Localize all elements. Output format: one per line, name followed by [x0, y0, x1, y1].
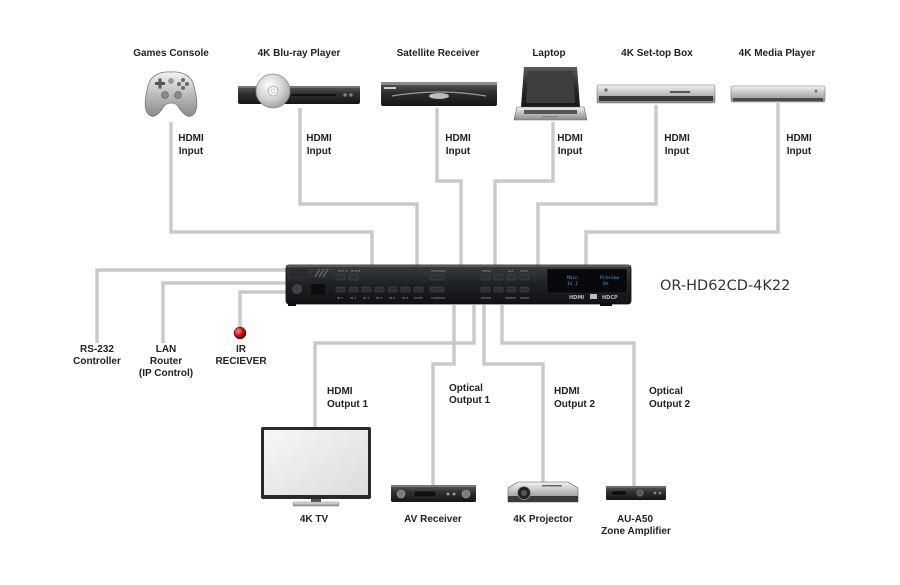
port-label-laptop-1: HDMI [557, 133, 583, 144]
port-label-satellite-2: Input [446, 146, 471, 157]
key-in-1: IN 1 [337, 296, 343, 300]
hdmi-output-2-label-2: Output 2 [554, 399, 596, 410]
hdcp-logo: HDCP [602, 295, 618, 301]
av-receiver-icon [391, 485, 476, 502]
line-satellite [435, 108, 463, 268]
key-menu: MENU [482, 269, 491, 273]
port-label-media-player-2: Input [787, 146, 812, 157]
line-set-top-box [536, 105, 658, 268]
input-port-labels: HDMI Input HDMI Input HDMI Input HDMI In… [178, 133, 812, 157]
line-optical-output-2 [500, 305, 636, 487]
amplifier-label-2: Zone Amplifier [601, 526, 671, 537]
power-icon [292, 284, 302, 294]
control-labels: RS-232 Controller LAN Router (IP Control… [73, 344, 267, 379]
set-top-box-icon [596, 84, 716, 104]
laptop-icon [513, 67, 588, 121]
optical-output-2-label-1: Optical [649, 386, 683, 397]
line-lan [161, 281, 288, 343]
games-console-label: Games Console [133, 48, 209, 59]
satellite-receiver-icon [381, 82, 497, 106]
bluray-player-label: 4K Blu-ray Player [258, 48, 341, 59]
key-mode: MODE [520, 296, 529, 300]
line-hdmi-output-2 [482, 305, 545, 483]
lan-label-2: Router [150, 356, 182, 367]
ir-receiver-icon [233, 326, 247, 340]
lan-label-1: LAN [156, 344, 177, 355]
port-label-satellite-1: HDMI [445, 133, 471, 144]
hdmi-logo: HDMI [569, 295, 584, 301]
amplifier-label-1: AU-A50 [617, 514, 654, 525]
port-label-set-top-box-1: HDMI [664, 133, 690, 144]
media-player-icon [730, 85, 826, 103]
optical-output-2-label-2: Output 2 [649, 399, 691, 410]
4k-logo-icon [590, 294, 597, 299]
out-b-label: OUT B [351, 269, 360, 273]
hdmi-output-1-label-1: HDMI [327, 386, 353, 397]
source-labels: Games Console 4K Blu-ray Player Satellit… [133, 48, 815, 59]
bluray-player-icon [238, 73, 360, 109]
zone-amplifier-icon [606, 486, 666, 500]
port-label-laptop-2: Input [558, 146, 583, 157]
port-label-games-console-1: HDMI [178, 133, 204, 144]
key-all: ALL [508, 269, 514, 273]
media-player-label: 4K Media Player [739, 48, 816, 59]
projector-label: 4K Projector [513, 514, 573, 525]
line-bluray [298, 108, 419, 268]
hdmi-output-2-label-1: HDMI [554, 386, 580, 397]
port-label-media-player-1: HDMI [786, 133, 812, 144]
tv-icon [261, 427, 371, 507]
front-panel-buttons [335, 274, 530, 293]
line-hdmi-output-1 [313, 305, 476, 430]
line-games-console [169, 122, 374, 268]
tv-label: 4K TV [300, 514, 329, 525]
output-device-labels: 4K TV AV Receiver 4K Projector AU-A50 Zo… [300, 514, 671, 537]
port-label-bluray-1: HDMI [306, 133, 332, 144]
lan-label-3: (IP Control) [139, 368, 193, 379]
port-label-games-console-2: Input [179, 146, 204, 157]
line-rs232 [95, 268, 288, 343]
display-preview: Preview [600, 275, 619, 281]
line-optical-output-1 [431, 305, 456, 485]
key-in-6: IN 6 [402, 296, 408, 300]
key-in-4: IN 4 [376, 296, 382, 300]
display-input: In 1 [567, 281, 578, 287]
line-ir [238, 290, 288, 330]
port-label-set-top-box-2: Input [665, 146, 690, 157]
line-laptop [493, 122, 555, 268]
key-preset: PRESET [505, 296, 517, 300]
projector-icon [507, 481, 579, 503]
key-in-2: IN 2 [350, 296, 356, 300]
gamepad-icon [144, 71, 198, 117]
line-media-player [584, 103, 780, 268]
optical-output-1-label-1: Optical [449, 383, 483, 394]
output-port-labels: HDMI Output 1 Optical Output 1 HDMI Outp… [327, 383, 691, 410]
rs232-label-1: RS-232 [80, 344, 114, 355]
key-in-5: IN 5 [389, 296, 395, 300]
ir-label-1: IR [236, 344, 247, 355]
av-receiver-label: AV Receiver [404, 514, 462, 525]
key-enter: ENTER [481, 296, 491, 300]
out-a-label: OUT A [338, 269, 348, 273]
display-on: On [603, 281, 609, 287]
key-mute: MUTE [414, 296, 423, 300]
port-label-bluray-2: Input [307, 146, 332, 157]
ir-label-2: RECIEVER [215, 356, 267, 367]
connection-lines [95, 103, 780, 487]
key-in-3: IN 3 [363, 296, 369, 300]
front-display [546, 268, 628, 294]
laptop-label: Laptop [532, 48, 565, 59]
set-top-box-label: 4K Set-top Box [621, 48, 693, 59]
optical-output-1-label-2: Output 1 [449, 395, 491, 406]
rs232-label-2: Controller [73, 356, 121, 367]
device-model-label: OR-HD62CD-4K22 [660, 278, 790, 294]
hdmi-output-1-label-2: Output 1 [327, 399, 369, 410]
display-main: Main [567, 275, 578, 281]
control-label-bottom: CONTROL [431, 296, 446, 300]
satellite-receiver-label: Satellite Receiver [397, 48, 480, 59]
control-label-top: CONTROL [431, 269, 446, 273]
switcher-device: OUT A OUT B IN 1 IN 2 IN 3 IN 4 IN 5 IN … [285, 264, 632, 306]
key-lock: LOCK [520, 269, 529, 273]
